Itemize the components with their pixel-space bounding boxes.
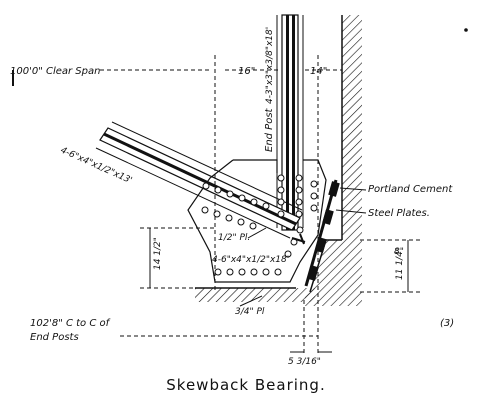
center-to-center-label: 102'8" C to C of (30, 318, 111, 329)
dim-14-half-label: 14 1/2" (153, 237, 163, 270)
figure-caption: Skewback Bearing. (166, 376, 325, 394)
steel-plates-label: Steel Plates. (368, 208, 430, 219)
stray-mark (464, 28, 468, 32)
diagonal-member (95, 121, 303, 239)
plate-three-quarter-label: 3/4" Pl (235, 307, 265, 317)
dim-8-label: 8" (394, 247, 404, 257)
diagonal-angles-label: 4-6"x4"x1/2"x13' (59, 146, 134, 187)
gusset-plate (187, 159, 327, 283)
leader-lines (12, 70, 367, 307)
dim-14-label: 14" (310, 66, 327, 77)
angles-bottom-label: 4-6"x4"x1/2"x18' (212, 255, 289, 265)
end-post-label: End Post (264, 107, 275, 152)
dimension-lines (100, 55, 420, 355)
bearing-plates (291, 179, 340, 287)
figure-number: (3) (440, 318, 454, 329)
dim-16-label: 16" (238, 66, 255, 77)
plate-half-label: 1/2" Pl. (218, 233, 250, 243)
dim-5-3-16-label: 5 3/16" (288, 357, 321, 367)
clear-span-label: 100'0" Clear Span (10, 66, 100, 77)
end-posts-label: End Posts (30, 332, 79, 343)
end-post (276, 14, 304, 231)
end-post-angles-label: 4-3"x3"x3/8"x18' (265, 27, 275, 104)
portland-cement-label: Portland Cement (368, 184, 453, 195)
dim-11-quarter-label: 11 1/4" (395, 247, 405, 280)
rivets (201, 174, 318, 276)
abutment-masonry (195, 15, 362, 306)
